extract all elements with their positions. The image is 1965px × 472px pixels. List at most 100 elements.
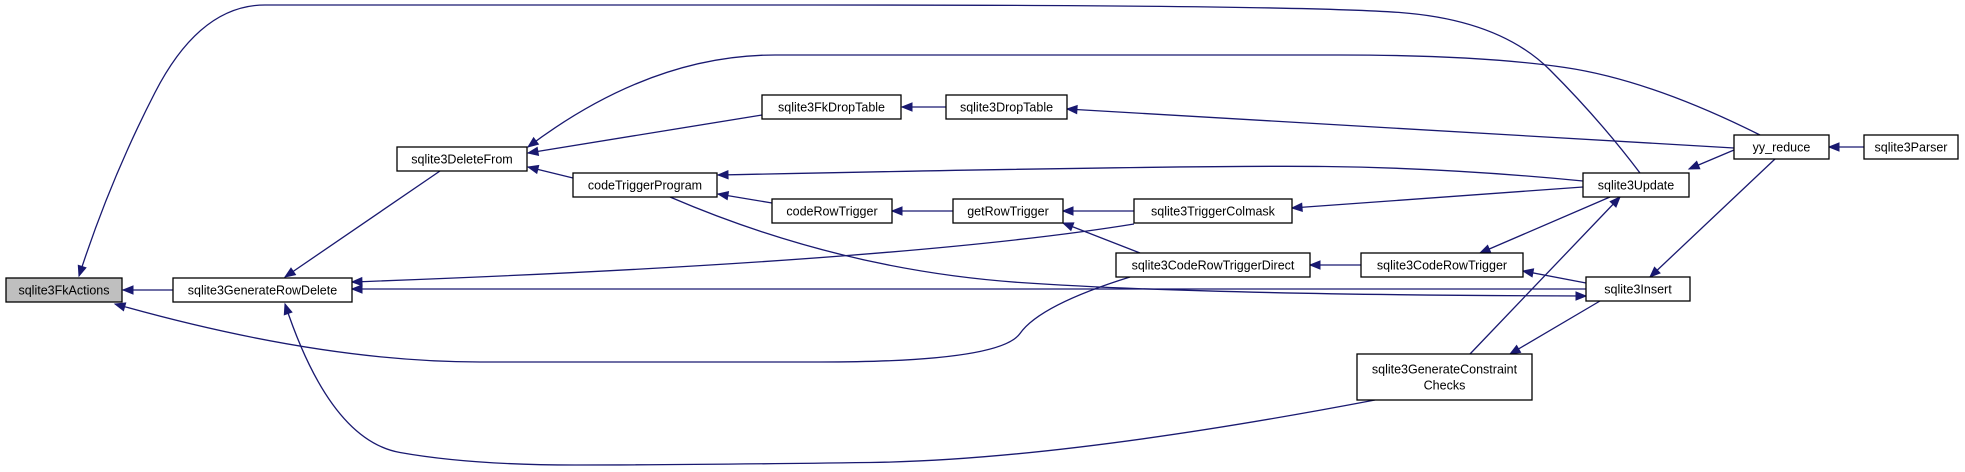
node-yyreduce[interactable]: yy_reduce [1733,134,1830,160]
node-getrowtrigger[interactable]: getRowTrigger [952,198,1064,224]
edge-arrowhead [526,146,540,156]
node-label: yy_reduce [1753,141,1811,155]
edge-coderowtriggerdirect-to-getrowtrigger [1061,222,1141,254]
node-box [945,94,1068,120]
node-fkdroptable[interactable]: sqlite3FkDropTable [761,94,902,120]
edges-layer [77,4,1864,466]
edge-coderowtriggerdirect-to-fkactions [113,276,1131,363]
node-label: sqlite3DropTable [960,101,1053,115]
edge-arrowhead [350,276,363,287]
node-droptable[interactable]: sqlite3DropTable [945,94,1068,120]
node-label: sqlite3Update [1598,179,1674,193]
node-triggercolmask[interactable]: sqlite3TriggerColmask [1133,198,1293,224]
edge-line [527,54,1761,148]
node-label: sqlite3FkActions [18,284,109,298]
edge-deletefrom-to-genrowdelete [283,170,441,278]
node-insert[interactable]: sqlite3Insert [1585,276,1691,302]
node-deletefrom[interactable]: sqlite3DeleteFrom [396,146,528,172]
node-label: sqlite3DeleteFrom [411,153,512,167]
edge-arrowhead [1061,222,1075,232]
node-box [5,277,123,303]
edge-yyreduce-to-deletefrom [526,54,1761,148]
node-box [1733,134,1830,160]
edge-line [351,223,1135,283]
node-coderowtriggerdirect[interactable]: sqlite3CodeRowTriggerDirect [1115,252,1311,278]
edge-arrowhead [716,191,730,201]
edge-triggercolmask-to-getrowtrigger [1061,206,1134,216]
node-box [1863,134,1959,160]
node-box [1115,252,1311,278]
node-box [1133,198,1293,224]
node-parser[interactable]: sqlite3Parser [1863,134,1959,160]
edge-arrowhead [900,102,913,112]
edge-droptable-to-fkdroptable [900,102,946,112]
node-genrowdelete[interactable]: sqlite3GenerateRowDelete [172,277,353,303]
edge-coderowtrigger3-to-coderowtriggerdirect [1308,260,1361,270]
node-box [1360,252,1524,278]
edge-codetriggerprogram-to-insert [669,196,1588,301]
node-label: getRowTrigger [967,205,1049,219]
node-label: sqlite3FkDropTable [778,101,885,115]
edge-line [527,114,763,154]
edge-arrowhead [1521,268,1535,278]
edge-codetriggerprogram-to-deletefrom [526,164,574,179]
edge-arrowhead [1827,142,1840,152]
edge-line [1509,300,1601,355]
edge-arrowhead [1609,196,1621,208]
edge-fkdroptable-to-deletefrom [526,114,763,156]
node-coderowtrigger3[interactable]: sqlite3CodeRowTrigger [1360,252,1524,278]
edge-getrowtrigger-to-coderowtrigger [890,206,953,216]
edge-line [717,165,1584,182]
edge-arrowhead [716,170,729,180]
edge-insert-to-genconstraint [1508,300,1601,355]
node-box [1582,172,1690,198]
node-fkactions[interactable]: sqlite3FkActions [5,277,123,303]
node-box [1356,353,1533,401]
edge-triggercolmask-to-genrowdelete [350,223,1135,287]
node-codetriggerprogram[interactable]: codeTriggerProgram [572,172,718,198]
edge-arrowhead [1308,260,1321,270]
edge-yyreduce-to-droptable [1065,104,1735,149]
edge-update-to-coderowtrigger3 [1478,196,1611,254]
node-label: sqlite3CodeRowTrigger [1377,259,1507,273]
edge-line [1066,108,1735,149]
edge-insert-to-genrowdelete [350,284,1586,294]
edge-arrowhead [526,136,540,148]
edge-line [284,170,441,278]
node-coderowtrigger[interactable]: codeRowTrigger [771,198,893,224]
edge-arrowhead [890,206,903,216]
node-update[interactable]: sqlite3Update [1582,172,1690,198]
edge-line [1479,196,1611,254]
node-label: codeTriggerProgram [588,179,702,193]
node-box [572,172,718,198]
node-label: sqlite3GenerateRowDelete [188,284,337,298]
edge-parser-to-yyreduce [1827,142,1864,152]
node-label: codeRowTrigger [786,205,877,219]
node-label: Checks [1424,379,1466,393]
edge-line [669,196,1587,297]
node-box [396,146,528,172]
edge-yyreduce-to-update [1687,149,1735,170]
edge-arrowhead [121,285,134,295]
edge-arrowhead [1649,266,1661,278]
edge-update-to-triggercolmask [1290,186,1584,213]
edge-arrowhead [350,284,363,294]
edge-yyreduce-to-insert [1649,158,1776,278]
node-label: sqlite3Insert [1604,283,1672,297]
node-label: sqlite3GenerateConstraint [1372,363,1518,377]
node-label: sqlite3CodeRowTriggerDirect [1132,259,1295,273]
node-box [172,277,353,303]
edge-arrowhead [1065,104,1078,115]
edge-arrowhead [283,302,293,316]
node-label: sqlite3Parser [1875,141,1948,155]
edge-arrowhead [1687,160,1701,170]
nodes-layer: sqlite3FkActions sqlite3GenerateRowDelete… [5,94,1959,401]
edge-arrowhead [526,164,540,175]
edge-arrowhead [283,267,297,278]
edge-update-to-fkactions [77,4,1641,278]
edge-arrowhead [1575,291,1588,301]
edge-line [1522,270,1587,284]
node-box [952,198,1064,224]
